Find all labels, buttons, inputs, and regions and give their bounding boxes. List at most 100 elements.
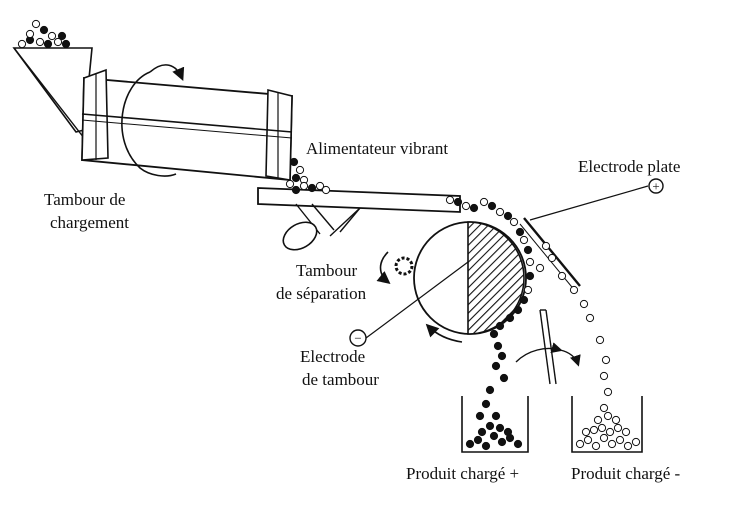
label-drum-electrode-2: de tambour [302, 370, 379, 389]
drum-electrode-terminal: − [349, 261, 469, 347]
particle [581, 427, 591, 437]
feeder-particles [291, 181, 479, 213]
particle [513, 305, 523, 315]
particle [495, 423, 505, 433]
particle [541, 241, 551, 251]
particle [291, 173, 301, 183]
particle [477, 427, 487, 437]
particle [475, 411, 485, 421]
particle [615, 435, 625, 445]
particle [535, 263, 545, 273]
particle [503, 211, 513, 221]
label-separation-drum-1: Tambour [296, 261, 357, 280]
particle [289, 157, 299, 167]
particle [495, 207, 505, 217]
particle [491, 361, 501, 371]
negative-terminal-symbol: − [354, 331, 361, 346]
particle [479, 197, 489, 207]
rotation-symbol [376, 251, 414, 285]
particle [519, 295, 529, 305]
particle [631, 437, 641, 447]
particle [579, 299, 589, 309]
particle [499, 373, 509, 383]
bin-positive-particles [465, 411, 523, 451]
positive-terminal-icon [648, 178, 664, 194]
particle [593, 415, 603, 425]
particle [603, 387, 613, 397]
loading-hopper [12, 19, 93, 139]
particle [469, 203, 479, 213]
particle [491, 411, 501, 421]
particle [487, 201, 497, 211]
particle [489, 431, 499, 441]
particle [591, 441, 601, 451]
particle [599, 403, 609, 413]
particle [597, 423, 607, 433]
particle [481, 441, 491, 451]
bin-positive [461, 396, 529, 453]
particle [57, 31, 67, 41]
label-drum-electrode-1: Electrode [300, 347, 365, 366]
particle [623, 441, 633, 451]
positive-terminal-symbol: + [652, 179, 659, 194]
particle [557, 271, 567, 281]
label-vibrating-feeder: Alimentateur vibrant [306, 139, 448, 158]
particle [523, 245, 533, 255]
particle [307, 183, 317, 193]
vibrating-feeder [257, 181, 479, 251]
particle [523, 285, 533, 295]
particle [299, 181, 309, 191]
particle [481, 399, 491, 409]
particle [497, 437, 507, 447]
particle [569, 285, 579, 295]
label-separation-drum-2: de séparation [276, 284, 367, 303]
label-loading-drum-1: Tambour de [44, 190, 125, 209]
particle [605, 427, 615, 437]
particle [461, 201, 471, 211]
label-loading-drum-2: chargement [50, 213, 129, 232]
bin-negative [571, 396, 643, 453]
plate-electrode: + [519, 178, 664, 293]
particle [599, 433, 609, 443]
particle [493, 341, 503, 351]
particle [575, 439, 585, 449]
splitter [515, 309, 581, 385]
particle [583, 435, 593, 445]
particle [525, 271, 535, 281]
particle [513, 439, 523, 449]
label-plate-electrode: Electrode plate [578, 157, 680, 176]
particle [485, 385, 495, 395]
particle [17, 39, 27, 49]
separation-drum [413, 197, 535, 343]
particle [35, 37, 45, 47]
particle [31, 19, 41, 29]
particle [611, 415, 621, 425]
falling-particles-negative [535, 241, 613, 397]
particle [603, 411, 613, 421]
particle [509, 217, 519, 227]
bin-negative-particles [575, 403, 641, 451]
particle [453, 197, 463, 207]
particle [489, 329, 499, 339]
particle [525, 257, 535, 267]
drum-surface-particles [479, 197, 535, 339]
falling-particles-positive [475, 341, 509, 421]
particle [465, 439, 475, 449]
particle [515, 227, 525, 237]
particle [61, 39, 71, 49]
particle [547, 253, 557, 263]
particle [505, 313, 515, 323]
particle [25, 29, 35, 39]
particle [607, 439, 617, 449]
label-product-positive: Produit chargé + [406, 464, 519, 483]
particle [39, 25, 49, 35]
particle [53, 37, 63, 47]
particle [445, 195, 455, 205]
particle [485, 421, 495, 431]
drum-outlet-particles [285, 157, 309, 189]
particle [599, 371, 609, 381]
particle [321, 185, 331, 195]
particle [613, 423, 623, 433]
loading-drum [81, 64, 293, 181]
